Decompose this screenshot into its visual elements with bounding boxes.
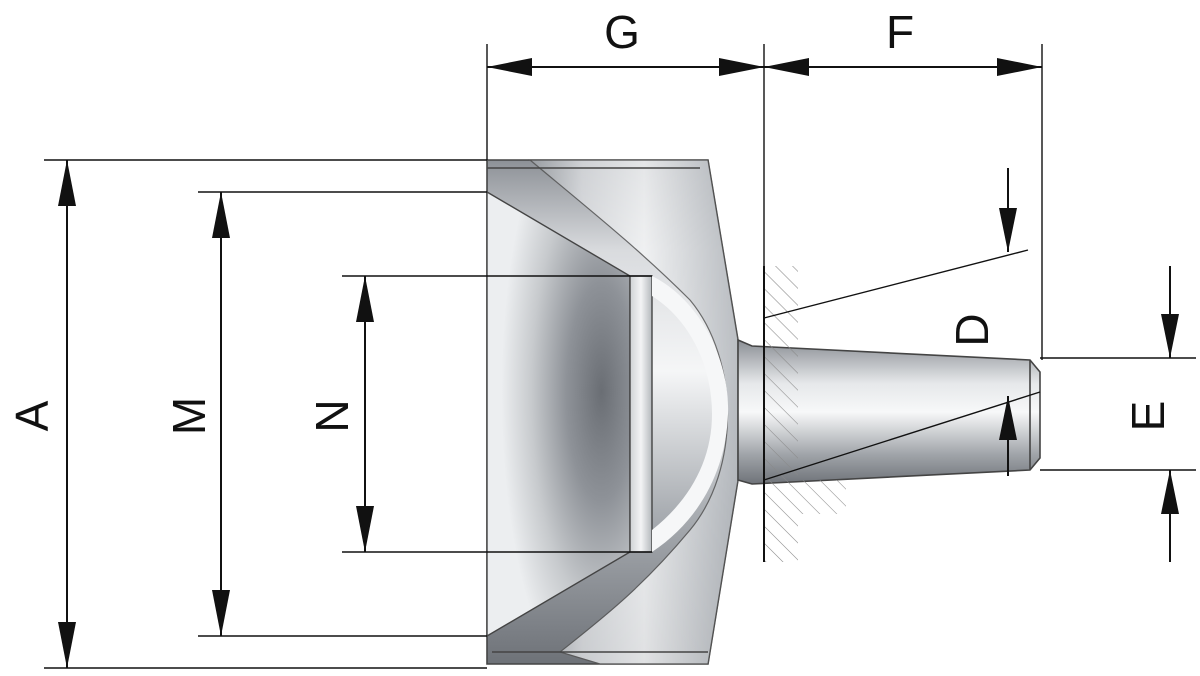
- mounting-wall: [763, 266, 846, 562]
- live-center-part: [486, 159, 1041, 665]
- front-dome-face: [528, 159, 739, 665]
- dome-highlight: [652, 276, 729, 552]
- label-d: D: [946, 313, 998, 346]
- dimension-n: N: [306, 275, 652, 553]
- label-g: G: [604, 6, 640, 58]
- dimension-m: M: [163, 191, 487, 637]
- dimension-f: F: [764, 6, 1043, 360]
- dimension-a: A: [6, 159, 487, 669]
- label-e: E: [1122, 401, 1174, 432]
- dimension-d: D: [763, 168, 1041, 481]
- label-m: M: [163, 397, 215, 435]
- label-n: N: [306, 399, 358, 432]
- label-f: F: [886, 6, 914, 58]
- dimension-g: G: [486, 6, 765, 266]
- shaft: [737, 338, 1041, 485]
- dimension-e: E: [1040, 266, 1196, 562]
- label-a: A: [6, 400, 58, 431]
- inner-ring-face: [629, 275, 653, 553]
